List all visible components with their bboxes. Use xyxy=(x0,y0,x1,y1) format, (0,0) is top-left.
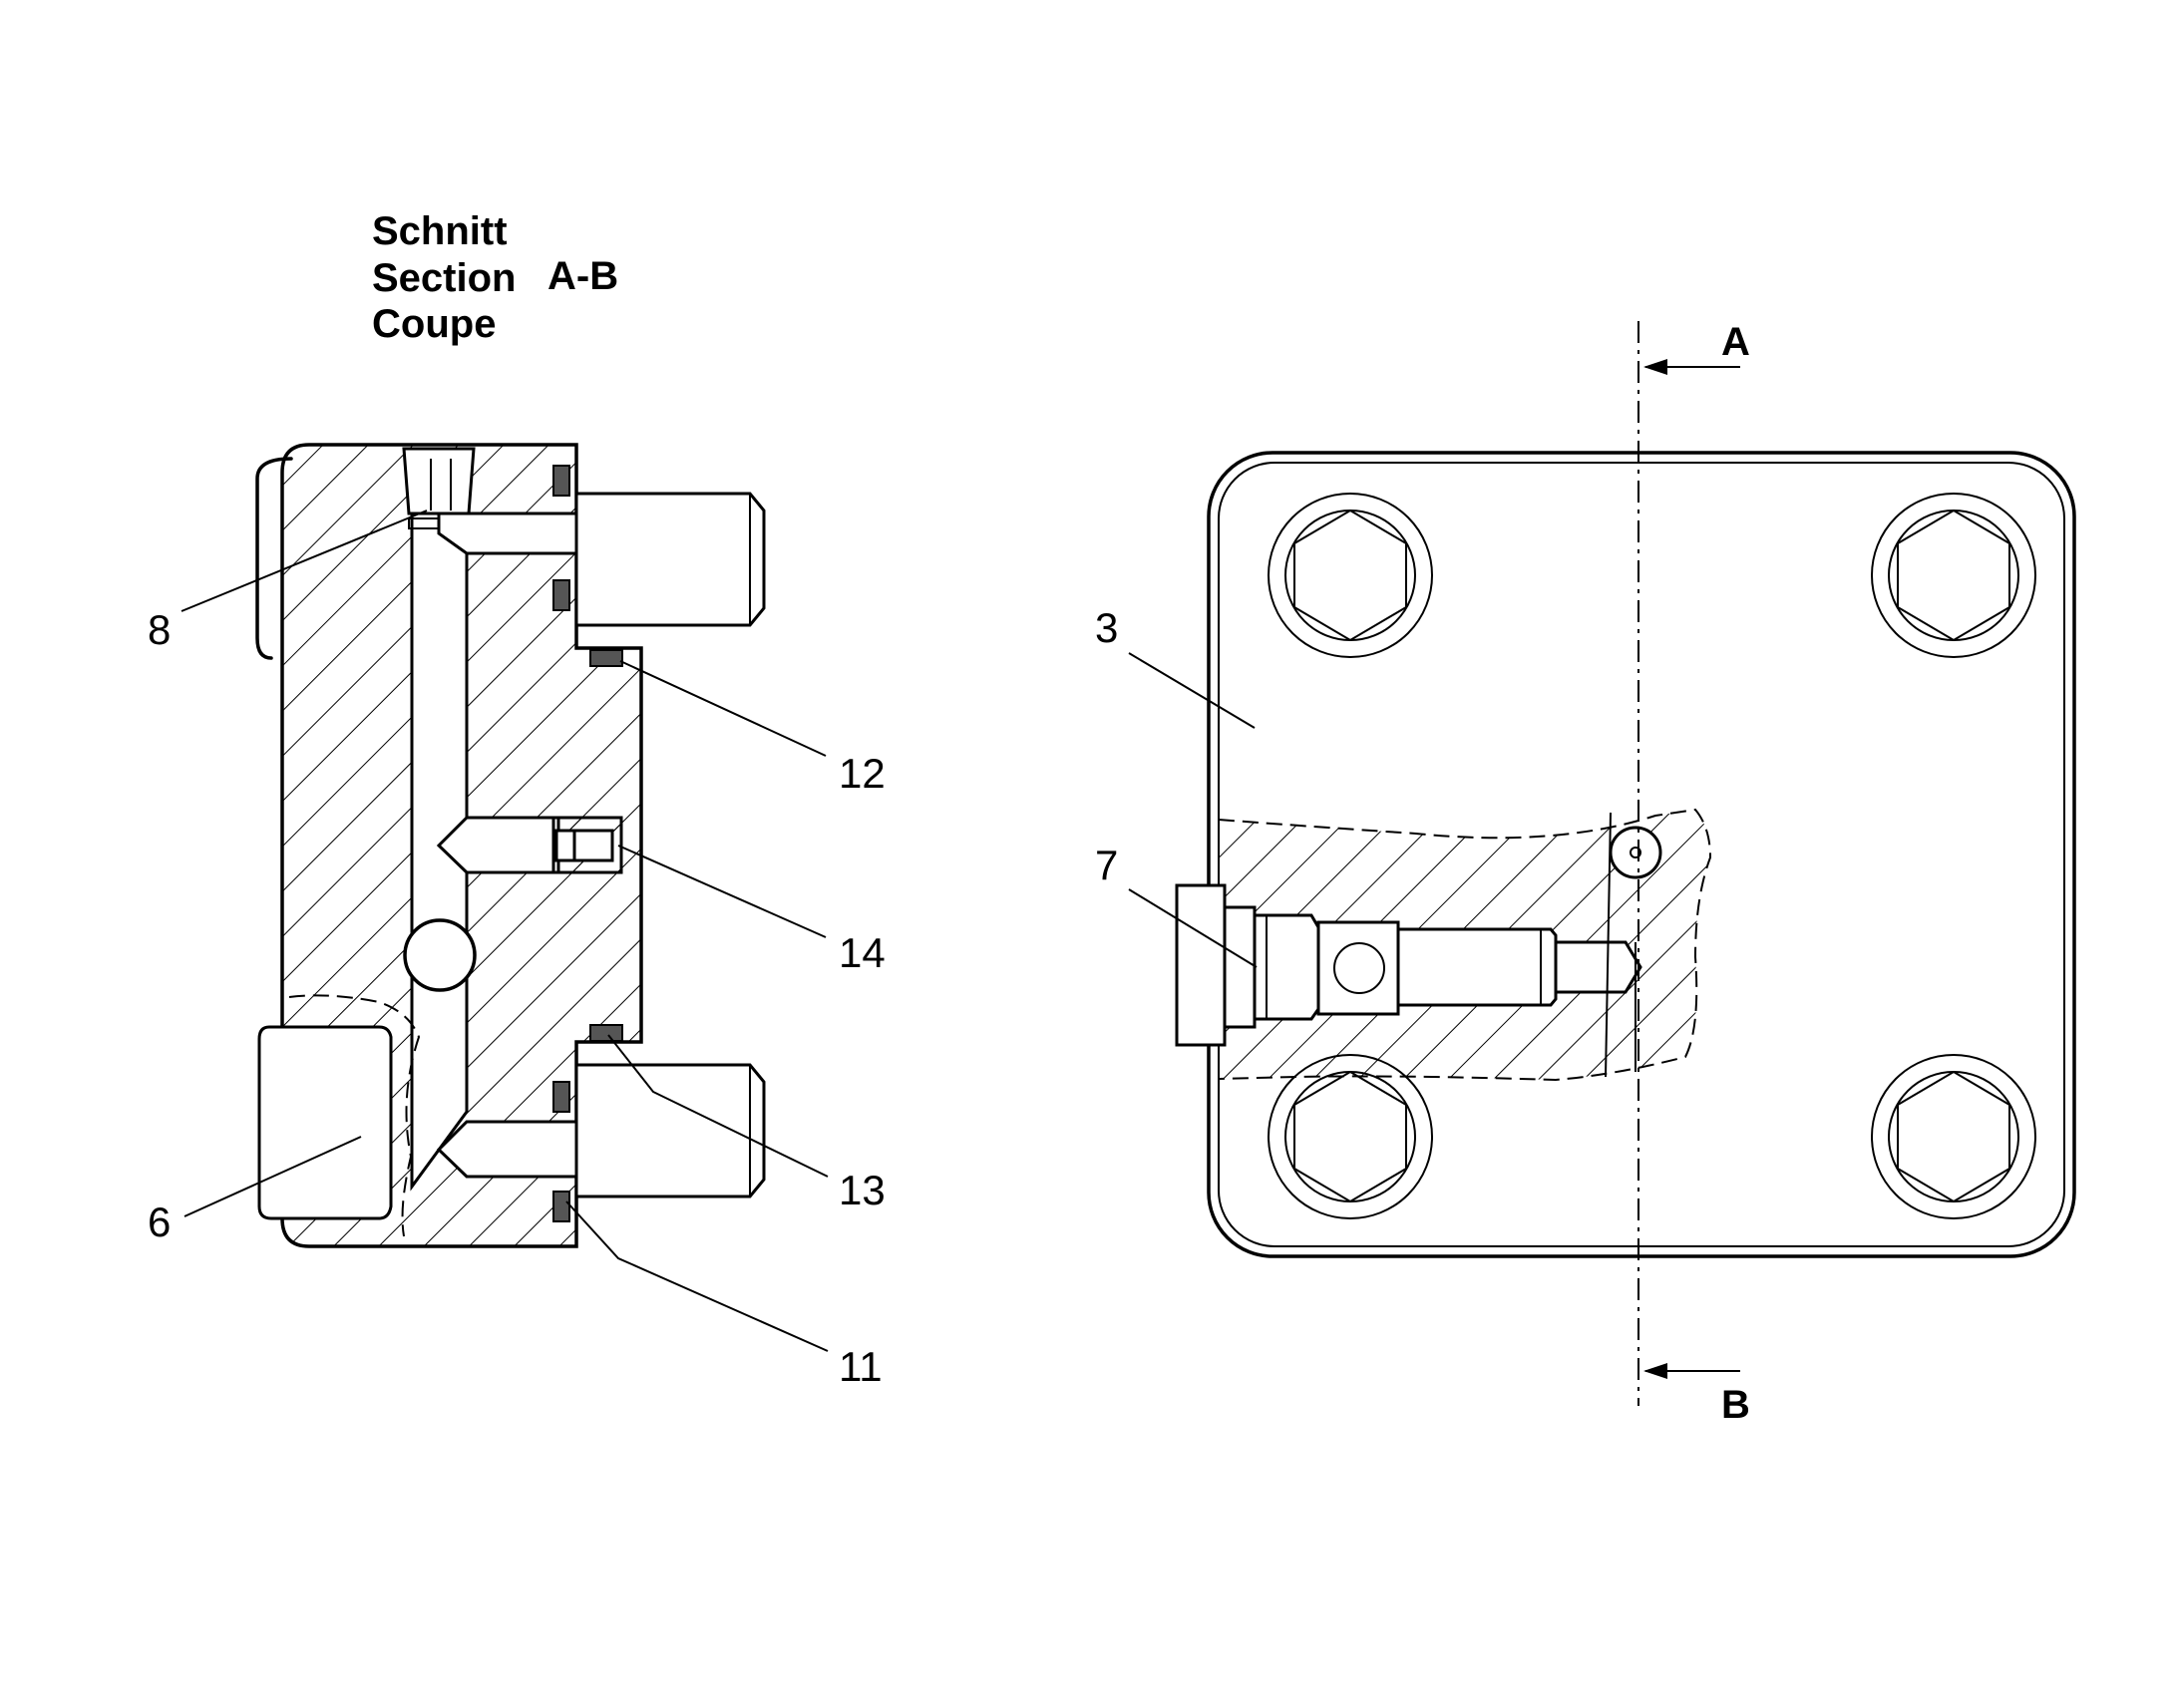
seal-13 xyxy=(589,1024,623,1042)
bolt-bottom-right xyxy=(1871,1054,2036,1219)
leader-13 xyxy=(607,1034,829,1178)
side-cover-6 xyxy=(257,1025,393,1220)
callout-12: 12 xyxy=(839,750,886,797)
callout-14: 14 xyxy=(839,929,886,976)
title-section-label: A-B xyxy=(547,254,618,298)
upper-fitting xyxy=(552,465,766,627)
leader-6 xyxy=(183,1136,362,1217)
title-schnitt: Schnitt xyxy=(372,209,508,253)
plan-view: A B xyxy=(1175,320,2076,1427)
callout-3: 3 xyxy=(1095,604,1118,651)
section-arrow-a xyxy=(1643,359,1740,375)
leader-3 xyxy=(1128,652,1256,729)
section-marker-b: B xyxy=(1721,1383,1750,1427)
title-section: Section xyxy=(372,256,516,300)
callout-11: 11 xyxy=(839,1343,883,1390)
title-coupe: Coupe xyxy=(372,302,496,346)
leader-7 xyxy=(1128,888,1258,968)
bolt-bottom-left xyxy=(1268,1054,1433,1219)
plate-outline-outer xyxy=(1207,451,2076,1258)
bolt-top-right xyxy=(1871,493,2036,658)
side-bracket-top xyxy=(255,457,293,660)
callout-6: 6 xyxy=(148,1198,171,1245)
leader-8 xyxy=(181,510,428,612)
seal-12 xyxy=(589,649,623,667)
callouts-right: 3 7 xyxy=(1095,604,1258,968)
lower-fitting xyxy=(552,1063,766,1222)
leader-12 xyxy=(619,660,827,757)
section-marker-a: A xyxy=(1721,320,1750,364)
section-title: Schnitt Section Coupe A-B xyxy=(372,209,618,346)
callout-13: 13 xyxy=(839,1167,886,1213)
valve-7 xyxy=(1175,812,1662,1078)
callouts-left: 8 6 12 14 13 11 xyxy=(148,510,886,1390)
callout-8: 8 xyxy=(148,606,171,653)
bolt-top-left xyxy=(1268,493,1433,658)
callout-7: 7 xyxy=(1095,842,1118,888)
leader-11 xyxy=(565,1200,829,1352)
check-ball xyxy=(403,918,477,992)
section-arrow-b xyxy=(1643,1363,1740,1379)
section-view xyxy=(255,443,766,1248)
leader-14 xyxy=(617,845,827,938)
plug-14 xyxy=(551,816,623,874)
internal-bore xyxy=(402,447,578,1192)
